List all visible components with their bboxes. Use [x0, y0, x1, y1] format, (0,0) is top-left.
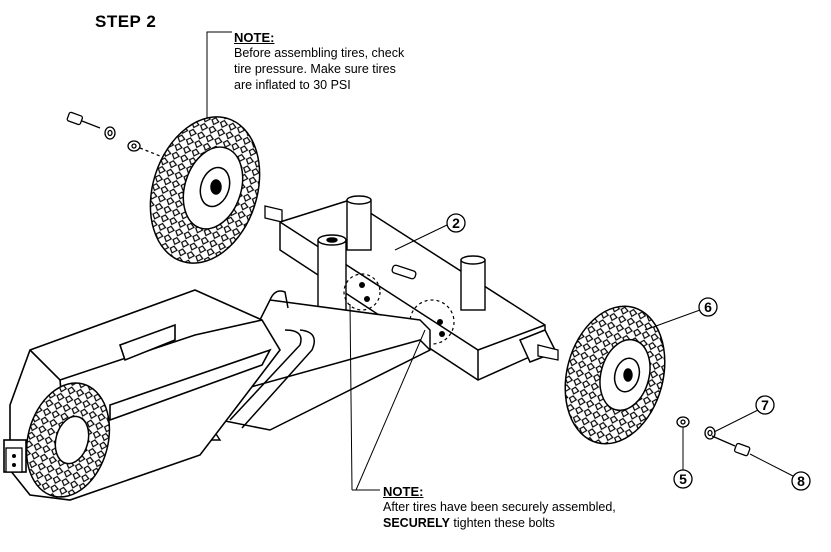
callout-number: 2	[452, 215, 460, 231]
callout-7: 7	[713, 395, 775, 433]
note-line: tire pressure. Make sure tires	[234, 62, 396, 76]
leader-line	[206, 31, 232, 118]
note-tire-pressure: NOTE: Before assembling tires, check tir…	[234, 30, 404, 93]
upright-tubes	[317, 195, 486, 321]
note-line: After tires have been securely assembled…	[383, 500, 616, 514]
note-title: NOTE:	[234, 30, 275, 45]
callout-5: 5	[673, 427, 693, 489]
leader-lines-bottom	[349, 303, 426, 491]
callout-6: 6	[644, 297, 718, 331]
right-wheel	[564, 305, 666, 445]
callout-number: 5	[679, 471, 687, 487]
callout-number: 8	[797, 473, 805, 489]
front-wheel	[25, 382, 111, 498]
emphasis-word: SECURELY	[383, 516, 450, 530]
right-axle	[537, 344, 559, 361]
note-line: are inflated to 30 PSI	[234, 78, 351, 92]
callout-number: 7	[761, 397, 769, 413]
callout-8: 8	[749, 453, 811, 491]
note-line: Before assembling tires, check	[234, 46, 405, 60]
right-hardware	[676, 416, 751, 457]
left-hardware	[66, 111, 161, 157]
frame-bolts	[359, 282, 445, 337]
left-axle	[264, 205, 283, 223]
note-text: tighten these bolts	[449, 516, 555, 530]
note-line: SECURELY tighten these bolts	[383, 515, 616, 531]
note-title: NOTE:	[383, 484, 424, 499]
left-wheel	[149, 116, 261, 264]
callout-2: 2	[394, 213, 466, 251]
step-heading: STEP 2	[95, 12, 157, 31]
beam-slot	[391, 264, 417, 280]
housing-nose	[5, 447, 23, 473]
callout-number: 6	[704, 299, 712, 315]
handle-tube	[229, 329, 315, 429]
note-tighten-bolts: NOTE: After tires have been securely ass…	[383, 484, 616, 531]
